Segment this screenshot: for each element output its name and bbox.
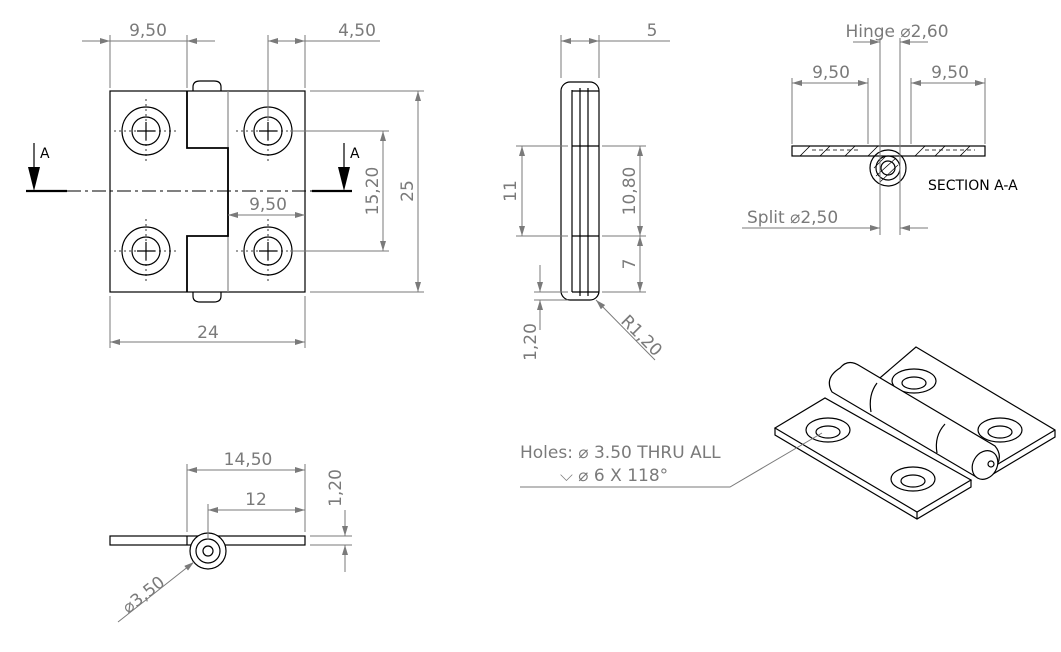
dim-offset: 1,20 (521, 323, 541, 361)
side-view: 5 11 10,80 7 1,20 R1,20 (501, 21, 670, 361)
dim-height: 25 (398, 180, 418, 202)
bottom-view: 14,50 12 1,20 ⌀3,50 (109, 450, 352, 623)
dim-width: 24 (197, 323, 219, 343)
section-view: SECTION A-A Hinge ⌀2,60 9,50 9,50 Split … (742, 22, 1018, 235)
section-dim-right: 9,50 (931, 63, 969, 83)
section-line-a-a: A A (26, 143, 360, 193)
section-dimensions: Hinge ⌀2,60 9,50 9,50 Split ⌀2,50 (742, 22, 986, 235)
split-diameter-label: Split ⌀2,50 (747, 208, 838, 228)
dim-top-right: 4,50 (338, 21, 376, 41)
isometric-view: Holes: ⌀ 3.50 THRU ALL ⌵ ⌀ 6 X 118° (520, 346, 1056, 520)
dim-radius: R1,20 (616, 311, 665, 360)
bottom-dim-thickness: 1,20 (326, 469, 346, 507)
section-label-right: A (350, 146, 360, 162)
dim-top-left: 9,50 (129, 21, 167, 41)
bottom-dim-outer: 14,50 (224, 450, 273, 470)
hinge-diameter-label: Hinge ⌀2,60 (845, 22, 948, 42)
front-dimensions: 9,50 4,50 25 15,20 9,50 24 (82, 21, 424, 348)
side-dimensions: 5 11 10,80 7 1,20 R1,20 (501, 21, 670, 361)
bottom-dim-inner: 12 (245, 490, 267, 510)
dim-knuckle-right: 10,80 (620, 167, 640, 216)
holes-callout: Holes: ⌀ 3.50 THRU ALL ⌵ ⌀ 6 X 118° (520, 432, 823, 488)
section-title: SECTION A-A (928, 178, 1018, 194)
dim-inner: 9,50 (249, 195, 287, 215)
dim-lower: 7 (620, 259, 640, 270)
holes-note-line1: Holes: ⌀ 3.50 THRU ALL (520, 443, 721, 463)
holes-note-line2: ⌵ ⌀ 6 X 118° (560, 466, 668, 486)
front-view: A A 9,50 4,50 25 15,20 9,50 (26, 21, 424, 348)
section-label-left: A (40, 146, 50, 162)
dim-knuckle: 11 (501, 180, 521, 202)
bottom-dim-diameter: ⌀3,50 (119, 573, 169, 618)
dim-hole-spacing: 15,20 (363, 167, 383, 216)
dim-thickness: 5 (647, 21, 658, 41)
section-dim-left: 9,50 (812, 63, 850, 83)
